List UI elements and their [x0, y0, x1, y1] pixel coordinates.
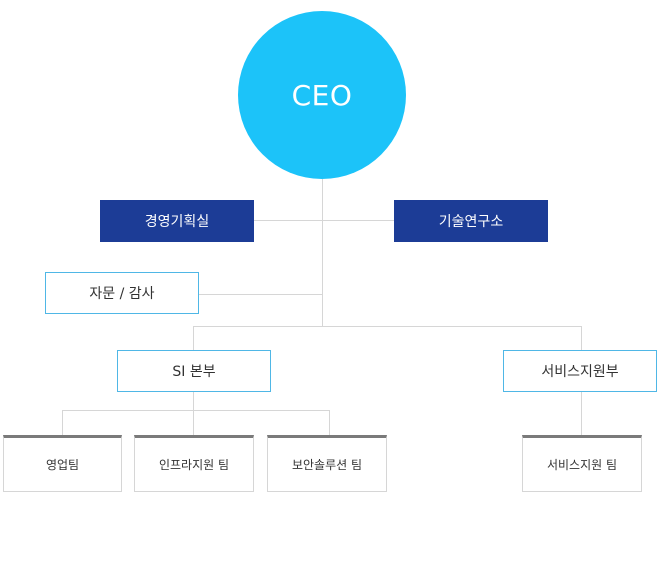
advisory-audit-node: 자문 / 감사	[45, 272, 199, 314]
management-planning-label: 경영기획실	[144, 214, 210, 230]
si-division-label: SI 본부	[172, 364, 216, 380]
si-division-node: SI 본부	[117, 350, 271, 392]
team-sales-node: 영업팀	[3, 435, 122, 492]
ceo-node: CEO	[238, 11, 406, 179]
team-infra-support-node: 인프라지원 팀	[134, 435, 254, 492]
research-lab-label: 기술연구소	[438, 214, 504, 230]
team-security-solution-node: 보안솔루션 팀	[267, 435, 387, 492]
team-security-solution-label: 보안솔루션 팀	[291, 458, 363, 472]
research-lab-node: 기술연구소	[394, 200, 548, 242]
management-planning-node: 경영기획실	[100, 200, 254, 242]
advisory-audit-label: 자문 / 감사	[89, 286, 155, 302]
team-sales-label: 영업팀	[45, 458, 80, 472]
service-support-division-label: 서비스지원부	[541, 364, 619, 380]
ceo-label: CEO	[291, 78, 353, 112]
service-support-division-node: 서비스지원부	[503, 350, 657, 392]
team-service-support-label: 서비스지원 팀	[546, 458, 618, 472]
team-infra-support-label: 인프라지원 팀	[158, 458, 230, 472]
team-service-support-node: 서비스지원 팀	[522, 435, 642, 492]
